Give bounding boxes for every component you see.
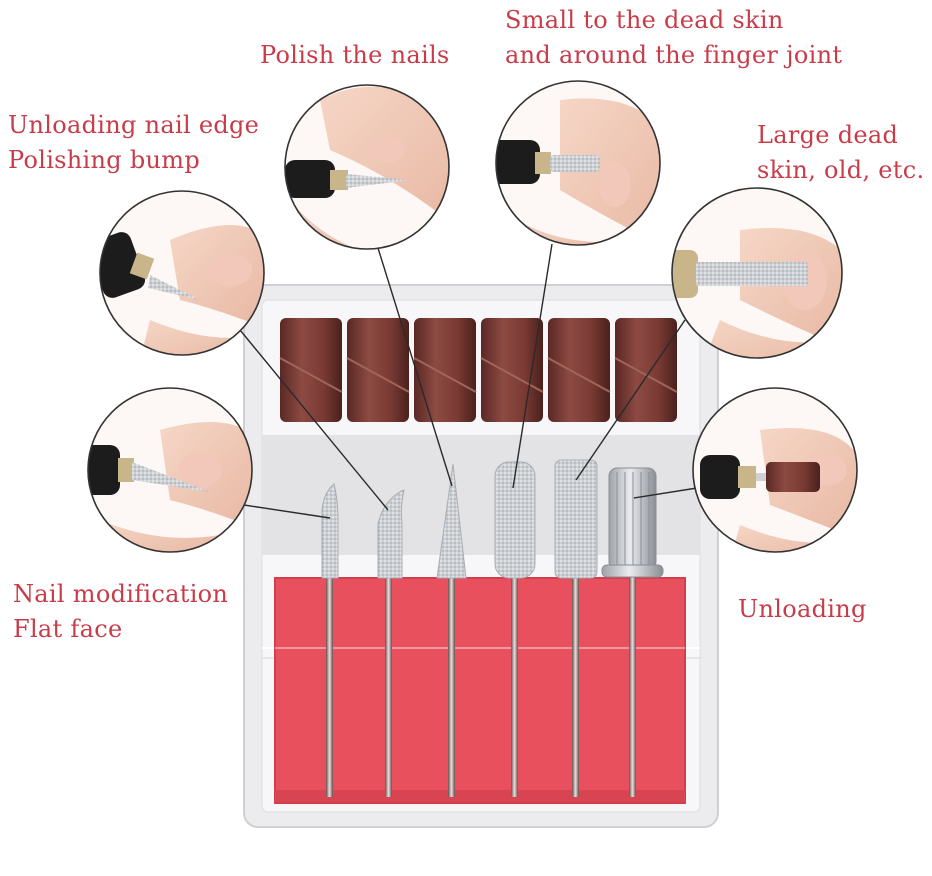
- pointer-line: [239, 329, 389, 511]
- sanding-band: [279, 318, 343, 422]
- detail-circle-unloading-edge: [99, 190, 265, 356]
- label-line: Flat face: [13, 615, 123, 643]
- pointer-line: [575, 319, 686, 481]
- sanding-band: [614, 318, 678, 422]
- label-line: Polishing bump: [8, 146, 201, 174]
- label-small-dead-skin: Small to the dead skin and around the fi…: [505, 3, 842, 73]
- label-unloading-nail-edge: Unloading nail edge Polishing bump: [8, 108, 259, 178]
- label-line: Small to the dead skin: [505, 6, 784, 34]
- sanding-band: [413, 318, 477, 422]
- pointer-line: [633, 487, 698, 499]
- detail-circle-nail-modification: [87, 387, 253, 553]
- sanding-band: [547, 318, 611, 422]
- label-line: Unloading: [738, 595, 867, 623]
- label-line: Polish the nails: [260, 41, 450, 69]
- drill-bit-mandrel: [601, 467, 664, 797]
- sanding-band: [480, 318, 544, 422]
- label-line: Large dead: [757, 121, 899, 149]
- pointer-line: [377, 247, 453, 487]
- label-nail-modification: Nail modification Flat face: [13, 577, 228, 647]
- detail-circle-unloading: [692, 387, 858, 553]
- drill-bit-cone: [436, 463, 467, 797]
- drill-bit-small-cylinder: [494, 461, 536, 797]
- drill-bits: [321, 459, 664, 797]
- drill-bit-flame: [321, 483, 339, 797]
- label-line: Unloading nail edge: [8, 111, 260, 139]
- detail-circle-small-dead-skin: [495, 80, 661, 246]
- pointer-lines: [239, 243, 698, 519]
- sanding-band: [346, 318, 410, 422]
- foam-holder: [274, 577, 686, 804]
- label-line: Nail modification: [13, 580, 229, 608]
- label-line: and around the finger joint: [505, 41, 843, 69]
- label-line: skin, old, etc.: [757, 156, 925, 184]
- drill-bit-bud: [377, 489, 405, 797]
- drill-bit-large-cylinder: [554, 459, 598, 797]
- detail-circle-large-dead-skin: [671, 187, 843, 359]
- label-large-dead-skin: Large dead skin, old, etc.: [757, 118, 924, 188]
- label-polish-nails: Polish the nails: [260, 38, 450, 73]
- pointer-line: [243, 504, 331, 519]
- label-unloading: Unloading: [738, 592, 867, 627]
- detail-circle-polish: [284, 84, 450, 250]
- pointer-line: [512, 243, 553, 489]
